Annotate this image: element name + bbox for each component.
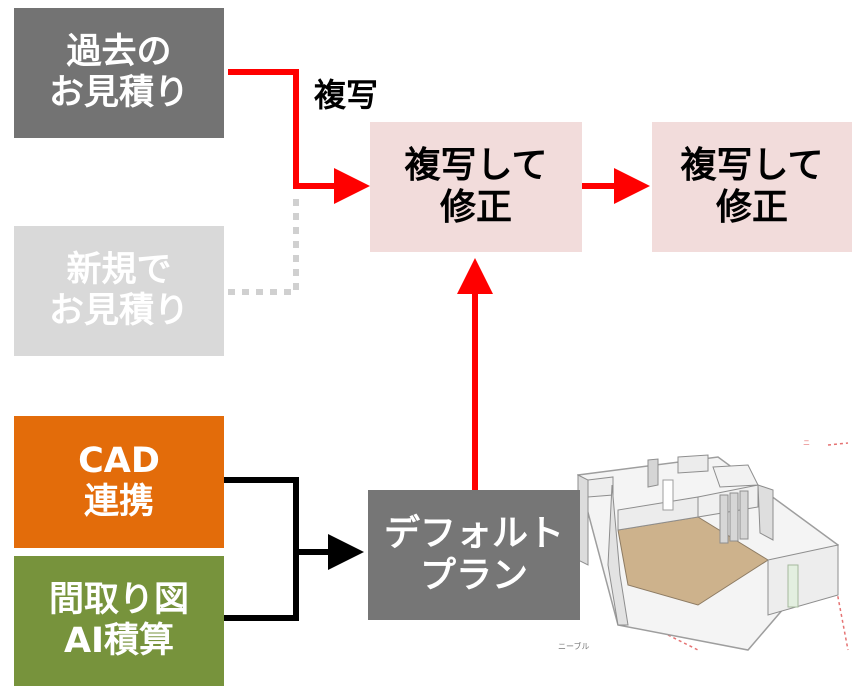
default-plan-line2: プラン (419, 555, 528, 596)
copy-edit-1-line1: 複写して (404, 144, 548, 186)
floorplan-ai-box: 間取り図 AI積算 (14, 556, 224, 686)
past-estimate-line2: お見積り (48, 73, 189, 113)
cad-line2: 連携 (83, 482, 154, 522)
3d-room-render-icon: ニーブル ニ (558, 439, 849, 651)
past-estimate-box: 過去の お見積り (14, 8, 224, 138)
past-estimate-line1: 過去の (66, 31, 172, 72)
copy-edit-1-line2: 修正 (439, 187, 512, 228)
default-plan-box: デフォルト プラン (368, 490, 580, 620)
cad-box: CAD 連携 (14, 416, 224, 548)
bracket-cad-ai (224, 477, 299, 621)
default-plan-line1: デフォルト (383, 512, 564, 554)
cad-line1: CAD (78, 440, 160, 481)
arrow-past-to-copy (228, 69, 370, 204)
copy-edit-2-line2: 修正 (715, 187, 788, 228)
new-estimate-box: 新規で お見積り (14, 226, 224, 356)
3d-room-render-image: ニーブル ニ (548, 435, 852, 653)
new-estimate-line2: お見積り (48, 291, 189, 331)
room-caption: ニーブル (558, 641, 590, 651)
floorplan-ai-line2: AI積算 (63, 621, 175, 661)
new-estimate-line1: 新規で (66, 249, 172, 290)
copy-edit-box-2: 複写して 修正 (652, 122, 852, 252)
svg-text:ニ: ニ (803, 439, 810, 447)
copy-edit-box-1: 複写して 修正 (370, 122, 582, 252)
floorplan-ai-line1: 間取り図 (48, 579, 189, 620)
dotted-new-to-copy (228, 192, 299, 295)
copy-label: 複写 (314, 76, 379, 114)
copy-edit-2-line1: 複写して (680, 144, 824, 186)
